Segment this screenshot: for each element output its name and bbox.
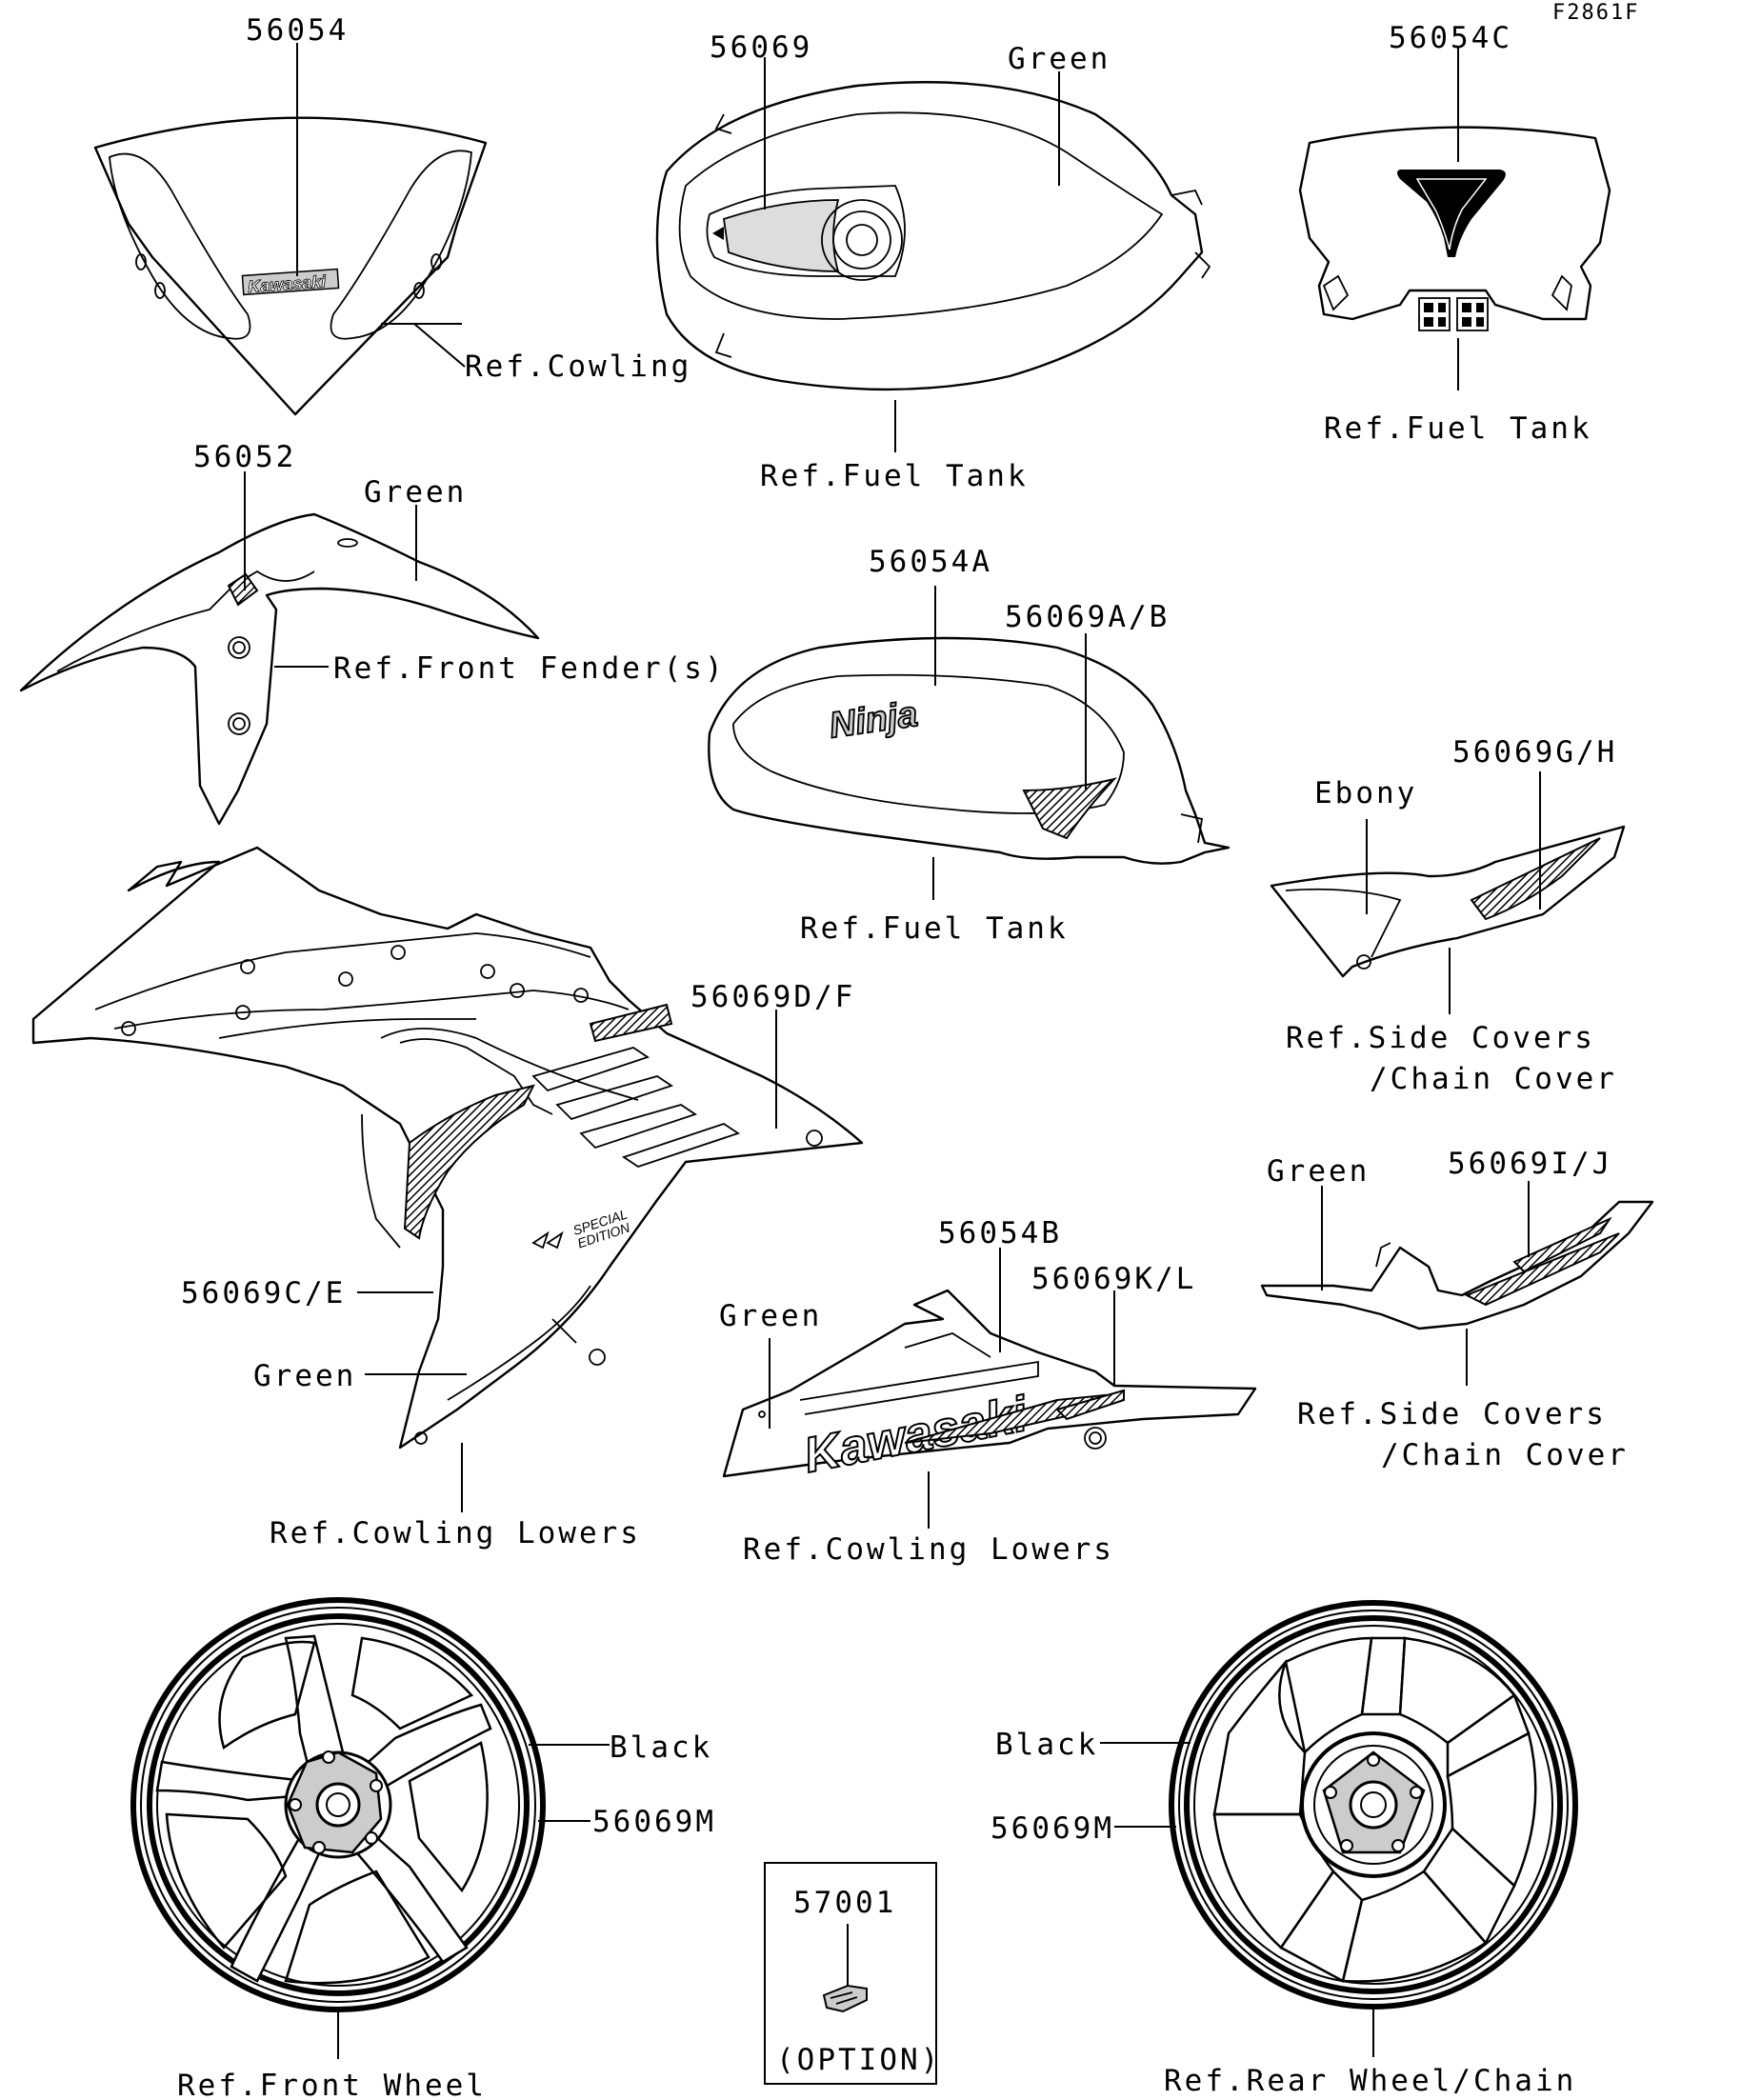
ref-front-fender-label: Ref.Front Fender(s) xyxy=(333,651,726,686)
part-number-56069IJ: 56069I/J xyxy=(1448,1147,1612,1181)
ref-side-covers-label-2b: /Chain Cover xyxy=(1381,1438,1629,1472)
option-box xyxy=(764,1862,937,2085)
part-number-56069KL: 56069K/L xyxy=(1031,1262,1196,1296)
ebony-color-label: Ebony xyxy=(1314,776,1417,810)
ref-cowling-lowers-label-left: Ref.Cowling Lowers xyxy=(270,1516,641,1550)
green-color-label-cowl: Green xyxy=(253,1359,356,1393)
part-number-56069: 56069 xyxy=(710,30,812,65)
ref-front-wheel-label: Ref.Front Wheel xyxy=(177,2069,487,2100)
green-color-label-fender: Green xyxy=(364,475,467,510)
green-color-label-side: Green xyxy=(1267,1154,1370,1189)
windscreen-part: Kawasaki xyxy=(93,116,488,416)
part-number-56054: 56054 xyxy=(246,13,349,48)
black-color-label-front: Black xyxy=(610,1730,712,1765)
ref-rear-wheel-label: Ref.Rear Wheel/Chain xyxy=(1164,2064,1576,2098)
ref-side-covers-label-1a: Ref.Side Covers xyxy=(1286,1021,1595,1055)
side-cover-lower-part xyxy=(1260,1200,1654,1330)
fuel-tank-top-part xyxy=(655,81,1211,391)
part-number-56054C: 56054C xyxy=(1389,21,1512,55)
green-color-label-lower: Green xyxy=(719,1299,822,1333)
side-cover-upper-part xyxy=(1270,825,1626,978)
part-number-56054B: 56054B xyxy=(938,1216,1062,1250)
part-number-56069CE: 56069C/E xyxy=(181,1276,346,1310)
option-label: (OPTION) xyxy=(776,2043,941,2077)
rear-wheel-part xyxy=(1169,1600,1578,2010)
ref-fuel-tank-label-right: Ref.Fuel Tank xyxy=(1324,411,1592,446)
figure-code: F2861F xyxy=(1552,1,1639,25)
green-color-label-tank: Green xyxy=(1008,42,1111,76)
part-number-57001: 57001 xyxy=(793,1886,896,1920)
ref-side-covers-label-1b: /Chain Cover xyxy=(1370,1062,1617,1096)
black-color-label-rear: Black xyxy=(995,1728,1098,1762)
part-number-56054A: 56054A xyxy=(869,545,992,579)
ref-side-covers-label-2a: Ref.Side Covers xyxy=(1297,1397,1607,1431)
fuel-tank-side-part: Ninja xyxy=(708,636,1231,865)
ref-cowling-label: Ref.Cowling xyxy=(465,350,691,384)
part-number-56069AB: 56069A/B xyxy=(1005,600,1170,634)
front-fender-part xyxy=(19,512,540,826)
fuel-tank-front-part xyxy=(1298,126,1611,331)
ref-fuel-tank-label-top: Ref.Fuel Tank xyxy=(760,459,1029,493)
part-number-56069M-rear: 56069M xyxy=(991,1811,1114,1846)
part-number-56069M-front: 56069M xyxy=(592,1805,716,1839)
ref-fuel-tank-label-mid: Ref.Fuel Tank xyxy=(800,911,1069,946)
part-number-56069DF: 56069D/F xyxy=(690,980,855,1014)
ref-cowling-lowers-label-mid: Ref.Cowling Lowers xyxy=(743,1532,1114,1567)
part-number-56069GH: 56069G/H xyxy=(1452,735,1617,770)
front-wheel-part xyxy=(130,1597,546,2012)
main-cowling-part: SPECIAL EDITION xyxy=(31,846,864,1450)
part-number-56052: 56052 xyxy=(193,440,296,474)
